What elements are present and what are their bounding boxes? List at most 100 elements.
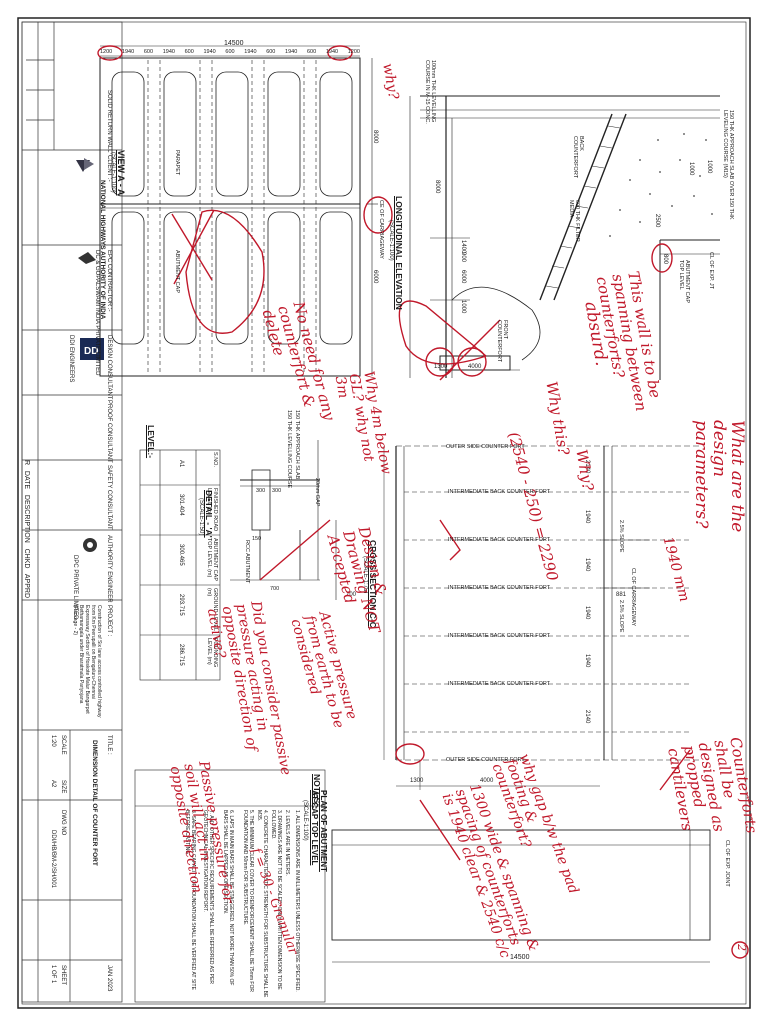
view-a-a [99,45,378,377]
view-a-side-dim: 8000 [372,130,378,144]
ddi-logo: DD [80,338,104,360]
long-dim: 900 [460,252,466,263]
long-dim: 800 [662,254,668,265]
cross-dim: 1300 [410,778,424,784]
project-label: PROJECT : [106,605,112,637]
outer-counterfort-bottom: OUTER SIDE COUNTER FORT [446,757,525,763]
abutment-cap-label: ABUTMENT CAP TOP LEVEL [678,260,690,303]
long-dim: 2500 [654,214,660,228]
plan-of-abutment [331,829,711,963]
project-text: Construction of Six lane access controll… [72,605,102,718]
scale-value: 1:20 [50,735,56,747]
scale-label: SCALE [60,735,66,755]
detail-dim: 700 [270,586,280,592]
safety-consultant-label: SAFETY CONSULTANT [106,465,112,530]
design-consultant-name: DDI ENGINEERS [68,335,74,383]
filter-label: 600 THK FILTER MEDIA [568,200,580,242]
note-item: 1. ALL DIMENSIONS ARE IN MILLIMETERS UNL… [294,810,300,992]
cross-dim: 700 [346,592,357,598]
authority-logo [83,538,97,552]
cross-dim: 1940 [584,510,590,524]
carriageway-label: CL OF CARRIAGEWAY [630,568,636,627]
view-a-title: VIEW A - A [116,150,126,196]
long-dim: 8000 [434,180,440,194]
contractor-logo [78,252,96,264]
back-counterfort-label: BACK COUNTERFORT [572,136,584,179]
plan-dim: 14500 [510,954,530,961]
level-cell: 301.404 [178,494,184,516]
intermediate-counterfort-2: INTERMEDIATE BACK COUNTER FORT [448,537,551,543]
longitudinal-elevation [409,95,720,380]
dim: 1940 [121,49,135,55]
view-a-scale: (SCALE-1:100) [110,152,116,193]
view-a-return-wall: SOLID RETURN WALL [106,90,112,153]
level-header: FINISHED ROAD LEVEL (m) [206,488,218,532]
revision-header: R DATE DESCRIPTION CHKD APPRD [23,460,30,599]
annotation-page-number: 2 [735,944,748,951]
detail-dim: 300 [256,488,266,494]
intermediate-counterfort-3: INTERMEDIATE BACK COUNTER FORT [448,585,551,591]
level-table-grid [139,449,221,681]
level-header: ABUTMENT CAP TOP LEVEL (m) [206,538,218,581]
level-cell: 286.715 [178,644,184,666]
dim: 1940 [285,49,298,55]
detail-gap: 20mm GAP [314,478,320,507]
sheet-value: 1 OF 1 [50,965,56,984]
intermediate-counterfort-1: INTERMEDIATE BACK COUNTER FORT [448,489,551,495]
drawing-no: DDI/HB/BM-2/SH/001 [50,830,56,889]
cross-dim: 1940 [584,606,590,620]
contractor-label: EPC CONTRACTOR :- [106,250,112,312]
view-a-pier-label: PARAPET [174,150,180,176]
size-value: A2 [50,780,56,788]
detail-a-scale: (SCALE-1:50) [198,498,204,536]
long-dim: 4000 [468,364,482,370]
dim: 600 [184,49,194,55]
date-value: JAN 2023 [106,965,112,992]
drawing-title-label: TITLE : [106,735,112,755]
cross-dim: 1940 [584,654,590,668]
dim: 600 [306,49,317,55]
svg-text:DD: DD [84,346,98,357]
detail-a-rcc: RCC ABUTMENT [244,540,250,584]
detail-a [230,440,337,600]
long-dim: 1300 [434,364,448,370]
view-a-abutment-label: ABUTMENT CAP [174,250,180,293]
dim: 600 [266,49,276,55]
dim: 1940 [203,49,216,55]
dim: 1940 [244,49,257,55]
level-cell: 293.715 [178,594,184,616]
note-item: 4. CONCRETE CHARACTERISTIC STRENGTH FOR … [256,810,268,998]
long-dim: 1000 [706,160,712,174]
levelling-label: 100mm THK LEVELLING COURSE IN M-15 CONC. [424,60,436,124]
dim: 600 [143,49,154,55]
intermediate-counterfort-4: INTERMEDIATE BACK COUNTER FORT [448,633,551,639]
detail-dim: 300 [272,488,282,494]
view-a-ce-label: CE OF CARRIAGEWAY [378,200,384,259]
cross-dim: 1940 [584,558,590,572]
drawing-title: DIMENSION DETAIL OF COUNTER FORT [91,740,98,866]
level-cell: A1 [178,460,184,468]
annotation-design-parameters: What are the design parameters? [691,420,747,533]
view-a-side-dim: 6000 [372,270,378,284]
outer-counterfort-top: OUTER SIDE COUNTER FORT [446,444,525,450]
view-a-overall-dim: 14500 [224,40,244,47]
dim: 600 [225,49,235,55]
longitudinal-title: LONGITUDINAL ELEVATION [394,196,404,310]
drawing-no-label: DWG NO [60,810,66,836]
nhai-logo [76,158,94,172]
detail-dim: 150 [252,536,262,542]
front-counterfort-label: FRONT COUNTERFORT [496,320,508,363]
dim: 1200 [347,49,360,55]
notes-title: NOTES:- [312,774,322,809]
authority-engineer-label: AUTHORITY ENGINEER [106,535,112,603]
long-dim: 1000 [460,300,466,314]
proof-consultant-label: PROOF CONSULTANT [106,400,112,463]
view-a-dim-row: 1200 1940 600 1940 600 1940 600 1940 600… [100,49,360,55]
long-dim: 1000 [688,162,694,176]
cross-dim: 881 [616,592,627,598]
exp-jt-label: CL OF EXP. JT [708,252,714,289]
level-header: S.NO. [212,452,218,467]
sheet-label: SHEET [60,965,66,986]
